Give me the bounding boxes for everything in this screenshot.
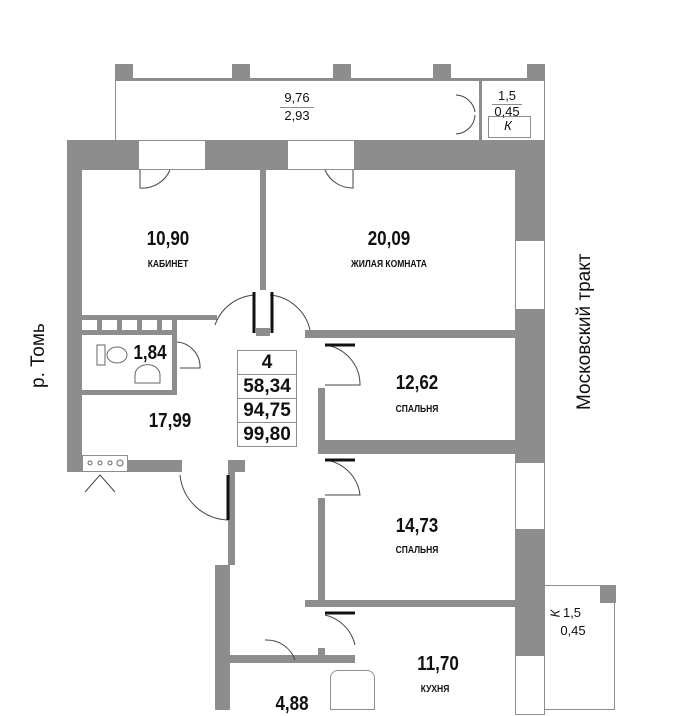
balcony-post	[232, 64, 250, 80]
room-area-bedroom1: 12,62	[395, 372, 439, 394]
wall	[305, 600, 515, 607]
wall	[318, 648, 325, 660]
ac-unit-box	[488, 116, 531, 138]
window	[515, 240, 545, 310]
ac-top-area: 1,5	[497, 88, 517, 103]
river-label: р. Томь	[28, 323, 49, 388]
room-name-bedroom1: СПАЛЬНЯ	[395, 404, 439, 415]
window	[138, 140, 206, 170]
wall-right	[515, 140, 545, 710]
wall-left	[67, 140, 82, 472]
room-name-kabinet: КАБИНЕТ	[147, 259, 189, 270]
balcony-post	[600, 585, 616, 603]
wall	[137, 315, 142, 335]
total-area: 94,75	[238, 399, 296, 423]
balcony-post	[115, 64, 133, 80]
fraction-line	[492, 104, 522, 105]
wall	[228, 460, 235, 565]
window	[287, 140, 355, 170]
room-name-kitchen: КУХНЯ	[420, 684, 450, 695]
wall	[318, 440, 515, 454]
wall	[318, 498, 325, 603]
balcony-top	[115, 78, 545, 142]
bathtub-icon	[330, 670, 375, 710]
balcony-area: 9,76	[284, 90, 310, 105]
stove-icon	[82, 455, 128, 472]
wall	[157, 315, 162, 335]
wall	[82, 330, 177, 335]
wall	[215, 565, 230, 710]
wall	[82, 390, 177, 395]
ac-top-mark: К	[504, 118, 512, 133]
ac-top-reduced: 0,45	[494, 104, 520, 119]
wall	[318, 388, 325, 443]
room-name-living: ЖИЛАЯ КОМНАТА	[351, 259, 427, 270]
ac-balcony-right	[545, 585, 615, 710]
room-area-living: 20,09	[367, 228, 411, 250]
room-area-bedroom2: 14,73	[395, 515, 439, 537]
apartment-summary: 4 58,34 94,75 99,80	[237, 350, 297, 447]
wall	[172, 315, 177, 395]
room-area-hall: 17,99	[148, 410, 192, 432]
living-area: 58,34	[238, 375, 296, 399]
room-area-wc: 1,84	[133, 342, 167, 364]
room-name-bedroom2: СПАЛЬНЯ	[395, 545, 439, 556]
street-label: Московский тракт	[574, 253, 595, 410]
total-area-with-balcony: 99,80	[243, 424, 291, 445]
room-area-kabinet: 10,90	[146, 228, 190, 250]
ac-right-area: 1,5	[562, 605, 582, 620]
rooms-count: 4	[238, 351, 296, 375]
wall	[97, 315, 102, 335]
wall	[305, 330, 515, 338]
balcony-post	[333, 64, 351, 80]
room-area-kitchen: 11,70	[417, 653, 459, 675]
balcony-post	[433, 64, 451, 80]
balcony-reduced: 2,93	[284, 108, 310, 123]
ac-right-reduced: 0,45	[560, 623, 586, 638]
window	[515, 462, 545, 530]
wall	[256, 328, 270, 336]
wall	[215, 655, 355, 663]
wall	[260, 170, 266, 290]
wall	[117, 315, 122, 335]
wall	[82, 315, 217, 320]
room-area-bathroom: 4,88	[275, 693, 309, 715]
balcony-divider	[479, 80, 482, 140]
balcony-post	[527, 64, 545, 80]
fraction-line	[280, 107, 314, 108]
